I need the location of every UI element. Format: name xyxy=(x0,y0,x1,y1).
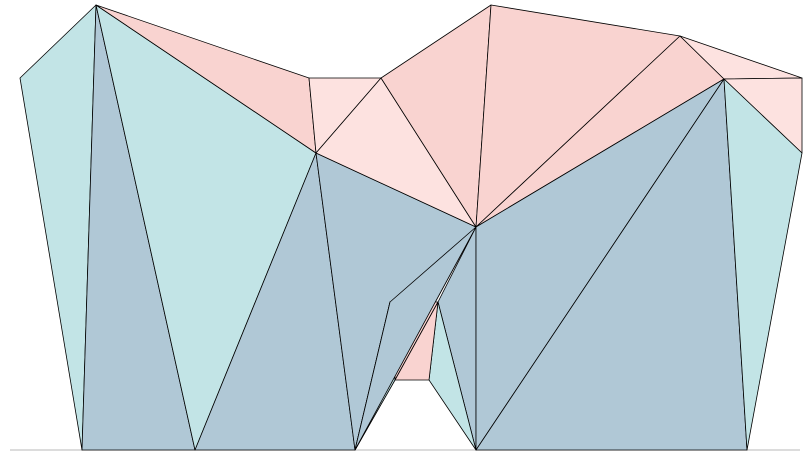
triangle-group xyxy=(20,5,802,450)
